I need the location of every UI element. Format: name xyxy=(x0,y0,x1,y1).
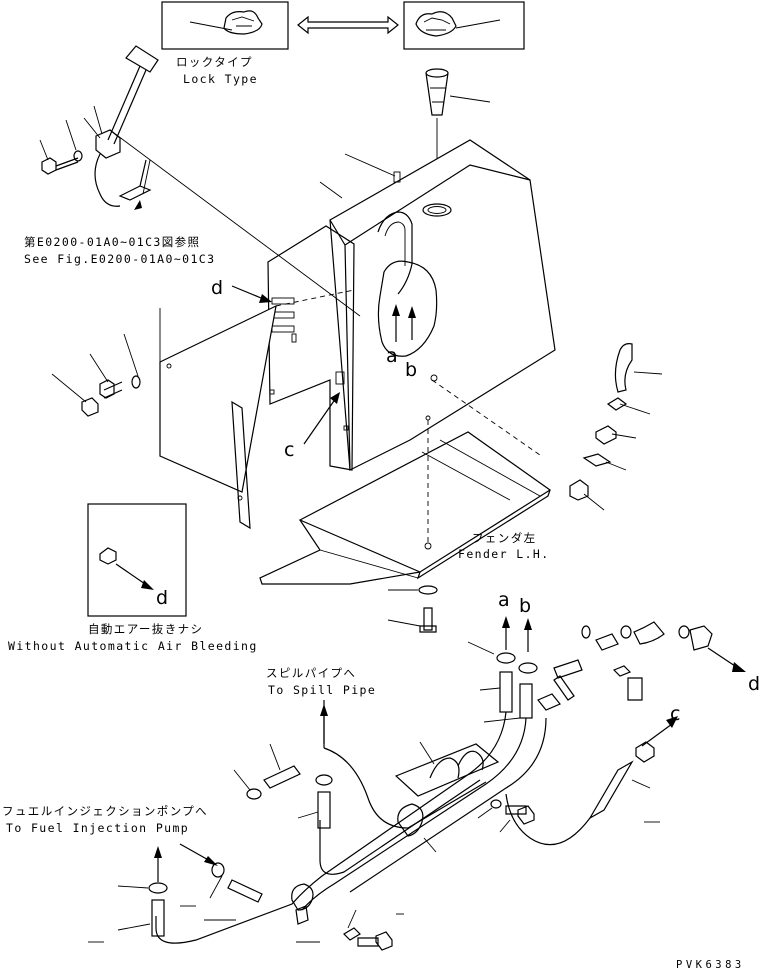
see-fig-label-jp: 第E0200-01A0~01C3図参照 xyxy=(24,235,200,249)
spill-pipe-label-en: To Spill Pipe xyxy=(268,683,376,697)
interchange-arrow xyxy=(297,15,399,35)
fuel-pump-label-jp: フュエルインジェクションポンプへ xyxy=(2,804,208,818)
hose-clamps-ab xyxy=(467,641,538,674)
side-cover-plate xyxy=(159,304,277,530)
air-bleed-inset xyxy=(87,503,187,617)
callout-d-label-lower: d xyxy=(748,673,760,695)
callout-b-label-lower: b xyxy=(519,595,531,617)
lever-bolt-washer xyxy=(39,119,83,175)
callout-a-arrow-lower xyxy=(502,616,510,650)
callout-d-arrow-bracket xyxy=(231,285,272,303)
tank-hose-fittings xyxy=(569,343,663,511)
fender-lh xyxy=(259,415,552,585)
callout-c-label-lower: c xyxy=(670,703,680,725)
standard-cap-inset xyxy=(403,1,525,50)
fuel-pump-arrow xyxy=(154,846,162,882)
no-air-bleed-label-en: Without Automatic Air Bleeding xyxy=(8,639,258,653)
see-fig-label-en: See Fig.E0200-01A0~01C3 xyxy=(24,252,215,266)
no-air-bleed-label-jp: 自動エアー抜きナシ xyxy=(88,622,203,636)
fuel-pipe-bundle xyxy=(155,700,547,944)
callout-a-label-tank: a xyxy=(386,345,398,367)
callout-a-arrow-tank xyxy=(392,304,400,342)
sender-wire-connector xyxy=(118,159,152,210)
drawing-code: PVK6383 xyxy=(676,959,745,971)
mounting-bolt-set-left xyxy=(51,333,141,417)
spill-pipe-label-jp: スピルパイプへ xyxy=(266,666,356,680)
fuel-tank xyxy=(319,139,556,471)
fender-bolt-washer xyxy=(387,585,438,633)
filler-strainer xyxy=(425,68,491,116)
fuel-pump-label-en: To Fuel Injection Pump xyxy=(6,821,189,835)
callout-d-label-bracket: d xyxy=(211,277,223,299)
overflow-hose xyxy=(505,741,655,846)
lock-type-label-en: Lock Type xyxy=(183,72,258,86)
callout-b-arrow-lower xyxy=(524,618,532,652)
callout-b-label-tank: b xyxy=(405,359,417,381)
return-hose-fittings-right xyxy=(537,621,746,711)
fender-label-en: Fender L.H. xyxy=(458,547,550,561)
fuel-level-lever xyxy=(83,45,159,207)
leader-dashes xyxy=(88,821,660,943)
spill-pipe-hose xyxy=(233,743,333,829)
callout-d-label-inset: d xyxy=(156,587,168,609)
callout-c-label-bracket: c xyxy=(284,439,294,461)
callout-a-label-lower: a xyxy=(498,589,510,611)
lock-type-cap-inset xyxy=(161,1,289,50)
pipe-clamp-bracket xyxy=(291,741,500,925)
fender-label-jp: フェンダ左 xyxy=(472,531,537,545)
lock-type-label-jp: ロックタイプ xyxy=(176,55,253,69)
tank-cutaway-window xyxy=(377,260,438,357)
spill-pipe-arrow xyxy=(320,704,328,744)
callout-b-arrow-tank xyxy=(408,306,416,340)
callout-c-arrow-bracket xyxy=(303,392,340,445)
fuel-pump-hose xyxy=(117,843,263,937)
clamp-bolt-set xyxy=(343,799,535,951)
